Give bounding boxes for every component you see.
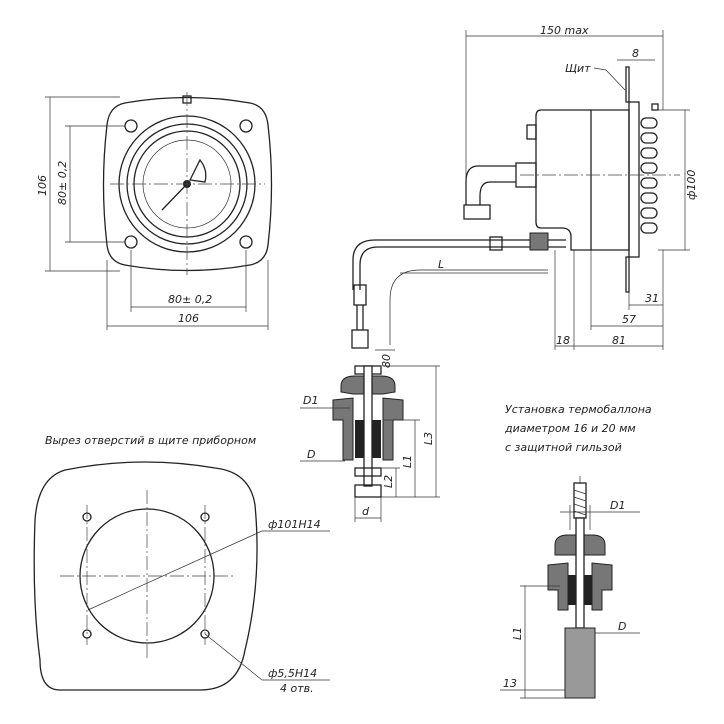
- label-l1: L1: [401, 455, 414, 468]
- dim-center-hole: ф101H14: [268, 518, 321, 531]
- mount-holes-count: 4 отв.: [280, 682, 314, 695]
- front-view: 106 80± 0,2 80± 0,2 106: [36, 92, 273, 330]
- sleeve-label-l1: L1: [511, 627, 524, 640]
- vent-slots-icon: [640, 117, 658, 234]
- dim-width-outer: 106: [178, 312, 199, 325]
- sleeve-title-line2: диаметром 16 и 20 мм: [504, 422, 636, 435]
- label-l2: L2: [382, 475, 395, 488]
- dim-width-holes: 80± 0,2: [168, 293, 212, 306]
- sleeve-title-line1: Установка термобаллона: [505, 403, 652, 416]
- sleeve-view: Установка термобаллона диаметром 16 и 20…: [500, 403, 652, 699]
- label-d1: D1: [303, 394, 318, 407]
- label-small-d: d: [362, 505, 370, 518]
- mount-hole-icon: [82, 512, 210, 639]
- dim-81: 81: [612, 334, 626, 347]
- sleeve-label-d: D: [618, 620, 626, 633]
- dim-panel-thickness: 8: [632, 47, 639, 60]
- sleeve-title-line3: с защитной гильзой: [505, 441, 622, 454]
- dim-diameter: ф100: [685, 170, 698, 200]
- dim-height-outer: 106: [36, 175, 49, 196]
- dim-13: 13: [503, 677, 517, 690]
- side-view: 150 max 8 Щит ф100 L 31 57 81 18 80: [351, 24, 698, 368]
- dim-31: 31: [645, 292, 659, 305]
- dim-57: 57: [622, 313, 636, 326]
- dim-18: 18: [556, 334, 570, 347]
- dim-total-length: 150 max: [540, 24, 589, 37]
- dim-80: 80: [380, 354, 393, 368]
- cutout-view: Вырез отверстий в щите приборном ф101H14…: [33, 434, 330, 695]
- dim-height-holes: 80± 0,2: [56, 161, 69, 205]
- bulb-view: D1 D L3 L1 L2 d: [300, 365, 440, 522]
- mount-hole-icon: [124, 119, 253, 249]
- cutout-title: Вырез отверстий в щите приборном: [45, 434, 256, 447]
- panel-label: Щит: [565, 62, 591, 75]
- label-l3: L3: [422, 432, 435, 445]
- label-d: D: [307, 448, 315, 461]
- dim-mount-holes: ф5,5H14: [268, 667, 317, 680]
- sleeve-label-d1: D1: [610, 499, 625, 512]
- dim-capillary: L: [438, 258, 444, 271]
